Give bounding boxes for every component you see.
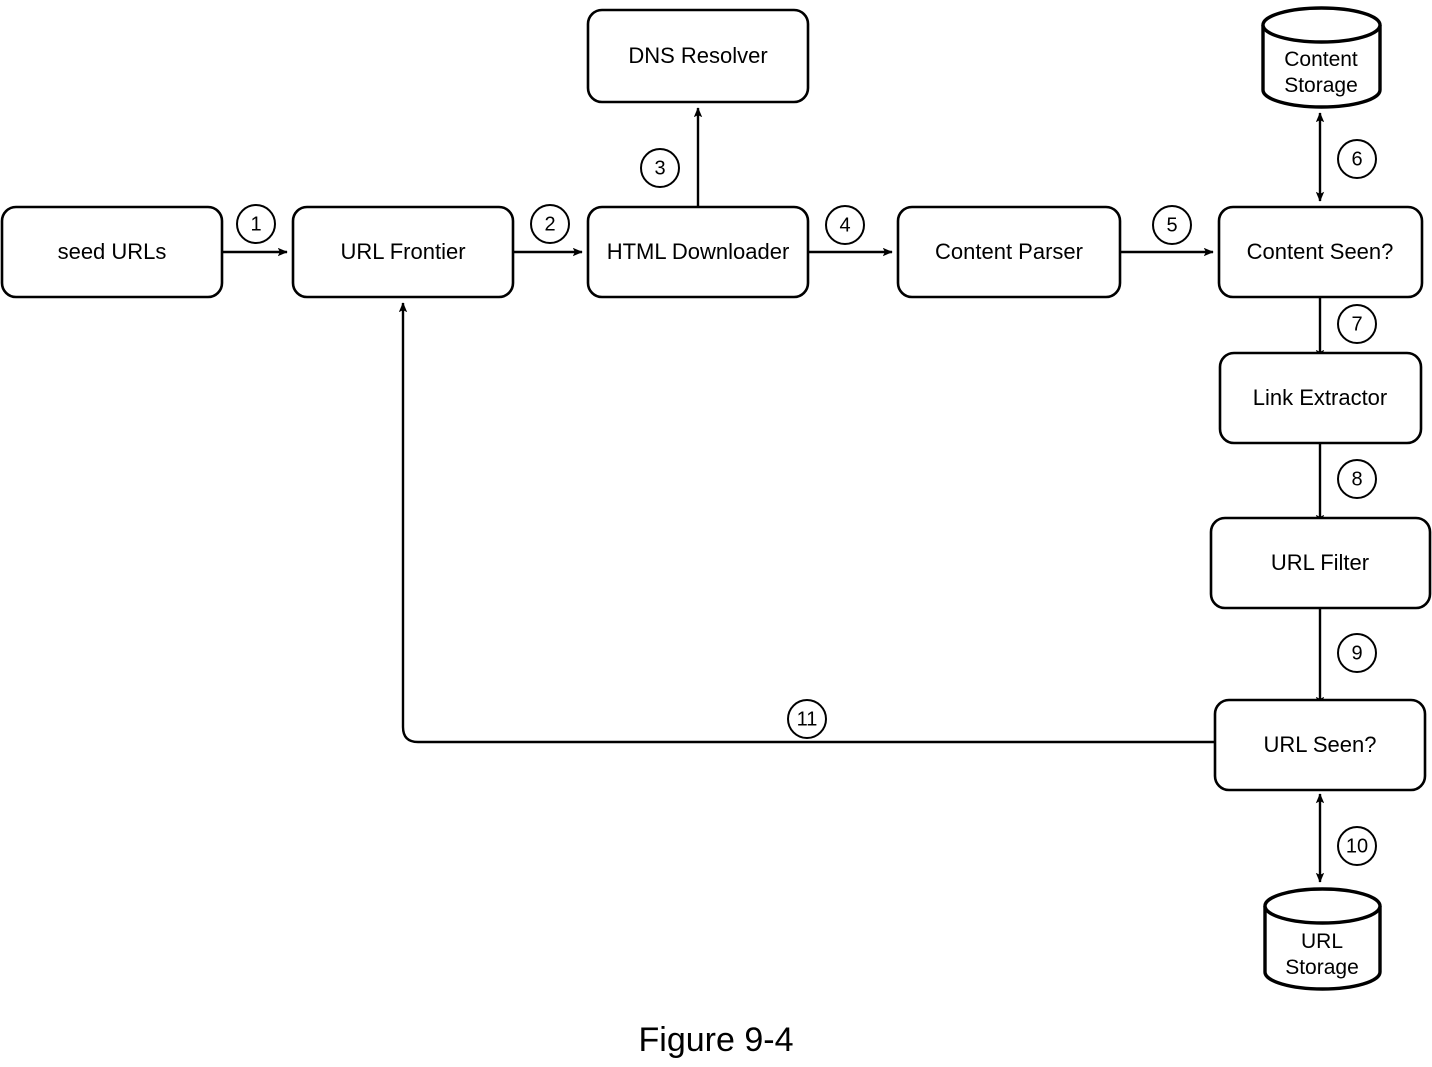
badge-step-7-circle — [1337, 304, 1377, 344]
node-content-seen-label: Content Seen? — [1247, 239, 1394, 264]
edge-11-line — [398, 302, 1215, 744]
badge-step-3-circle — [640, 148, 680, 188]
node-html-downloader-label: HTML Downloader — [607, 239, 790, 264]
node-content-storage[interactable]: Content Storage — [1261, 6, 1382, 109]
node-url-frontier[interactable]: URL Frontier — [291, 205, 515, 299]
node-content-parser-label: Content Parser — [935, 239, 1083, 264]
node-seed-urls-shape[interactable] — [0, 205, 224, 299]
content-storage-cylinder-body[interactable] — [1261, 25, 1382, 109]
badge-step-1-circle — [236, 204, 276, 244]
badge-step-10-circle — [1337, 826, 1377, 866]
node-link-extractor-label: Link Extractor — [1253, 385, 1388, 410]
node-url-frontier-label: URL Frontier — [340, 239, 465, 264]
node-content-seen[interactable]: Content Seen? — [1217, 205, 1424, 299]
node-url-filter-shape[interactable] — [1209, 516, 1432, 610]
node-html-downloader[interactable]: HTML Downloader — [586, 205, 810, 299]
badge-step-4-circle — [825, 205, 865, 245]
node-url-storage[interactable]: URL Storage — [1263, 887, 1382, 991]
badge-step-9: 9 — [1337, 633, 1377, 673]
badge-step-1: 1 — [236, 204, 276, 244]
badge-step-6: 6 — [1337, 139, 1377, 179]
url-storage-cylinder-top[interactable] — [1263, 887, 1382, 925]
badge-step-4: 4 — [825, 205, 865, 245]
node-html-downloader-shape[interactable] — [586, 205, 810, 299]
badge-step-11-circle — [787, 699, 827, 739]
badge-step-7-text: 7 — [1351, 313, 1362, 335]
badge-step-2-text: 2 — [544, 213, 555, 235]
node-link-extractor[interactable]: Link Extractor — [1218, 351, 1423, 445]
badge-step-2-circle — [530, 204, 570, 244]
node-url-storage-label-line2: Storage — [1285, 956, 1359, 979]
badge-step-8-circle — [1337, 459, 1377, 499]
node-content-parser-shape[interactable] — [896, 205, 1122, 299]
node-content-storage-label-line1: Content — [1284, 48, 1358, 71]
node-url-filter-label: URL Filter — [1271, 550, 1369, 575]
content-storage-cylinder-top[interactable] — [1261, 6, 1382, 44]
badge-step-8: 8 — [1337, 459, 1377, 499]
url-storage-cylinder-body[interactable] — [1263, 906, 1382, 991]
badge-step-8-text: 8 — [1351, 468, 1362, 490]
node-link-extractor-shape[interactable] — [1218, 351, 1423, 445]
badge-step-4-text: 4 — [839, 214, 850, 236]
badge-step-3-text: 3 — [654, 157, 665, 179]
badge-step-5: 5 — [1152, 205, 1192, 245]
node-dns-resolver[interactable]: DNS Resolver — [586, 8, 810, 104]
node-seed-urls[interactable]: seed URLs — [0, 205, 224, 299]
badge-step-11: 11 — [787, 699, 827, 739]
node-url-filter[interactable]: URL Filter — [1209, 516, 1432, 610]
node-dns-resolver-shape[interactable] — [586, 8, 810, 104]
badge-step-10-text: 10 — [1346, 835, 1368, 857]
node-url-seen-label: URL Seen? — [1264, 732, 1377, 757]
badge-step-11-text: 11 — [797, 708, 818, 730]
node-content-storage-label-line2: Storage — [1284, 74, 1358, 97]
badge-step-7: 7 — [1337, 304, 1377, 344]
badge-step-1-text: 1 — [250, 213, 261, 235]
node-seed-urls-label: seed URLs — [58, 239, 167, 264]
badge-step-5-text: 5 — [1166, 214, 1177, 236]
badge-step-3: 3 — [640, 148, 680, 188]
node-url-storage-label-line1: URL — [1301, 930, 1343, 953]
badge-step-9-text: 9 — [1351, 642, 1362, 664]
edge-11-url-seen-to-url-frontier — [398, 302, 1215, 744]
badge-step-5-circle — [1152, 205, 1192, 245]
node-content-seen-shape[interactable] — [1217, 205, 1424, 299]
node-url-seen[interactable]: URL Seen? — [1213, 698, 1427, 792]
node-url-frontier-shape[interactable] — [291, 205, 515, 299]
badge-step-10: 10 — [1337, 826, 1377, 866]
node-content-parser[interactable]: Content Parser — [896, 205, 1122, 299]
badge-step-6-circle — [1337, 139, 1377, 179]
figure-caption: Figure 9-4 — [639, 1021, 794, 1059]
node-dns-resolver-label: DNS Resolver — [628, 43, 767, 68]
badge-step-6-text: 6 — [1351, 148, 1362, 170]
node-url-seen-shape[interactable] — [1213, 698, 1427, 792]
badge-step-2: 2 — [530, 204, 570, 244]
badge-step-9-circle — [1337, 633, 1377, 673]
